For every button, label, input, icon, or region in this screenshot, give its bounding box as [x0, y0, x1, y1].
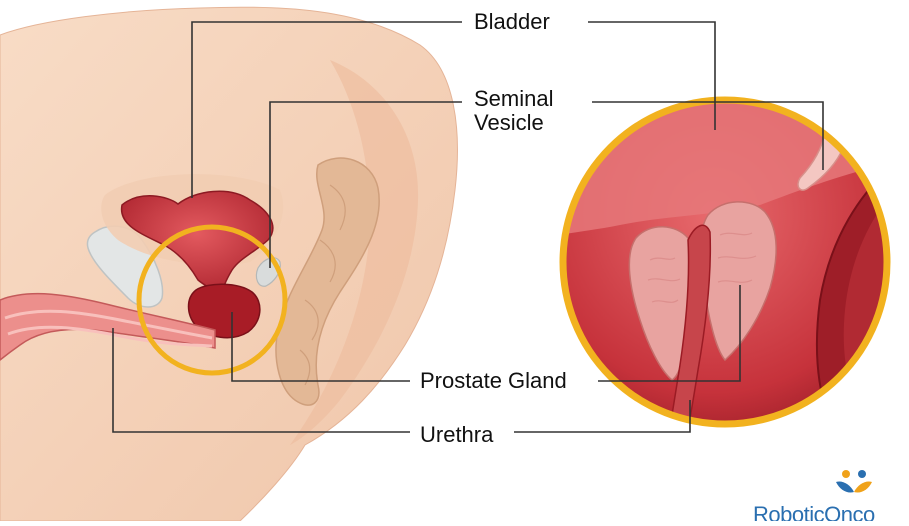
seminal-vesicle-label-line2: Vesicle — [474, 111, 553, 135]
zoom-detail — [560, 95, 900, 440]
urethra-label: Urethra — [420, 423, 493, 447]
brand-logo: RoboticOnco — [750, 468, 909, 521]
bladder-label: Bladder — [474, 10, 550, 34]
prostate-gland-label: Prostate Gland — [420, 369, 567, 393]
body-section — [0, 7, 457, 521]
logo-wordmark: RoboticOnco — [753, 502, 875, 521]
seminal-vesicle-label: Seminal Vesicle — [474, 87, 553, 135]
seminal-vesicle-label-line1: Seminal — [474, 87, 553, 111]
